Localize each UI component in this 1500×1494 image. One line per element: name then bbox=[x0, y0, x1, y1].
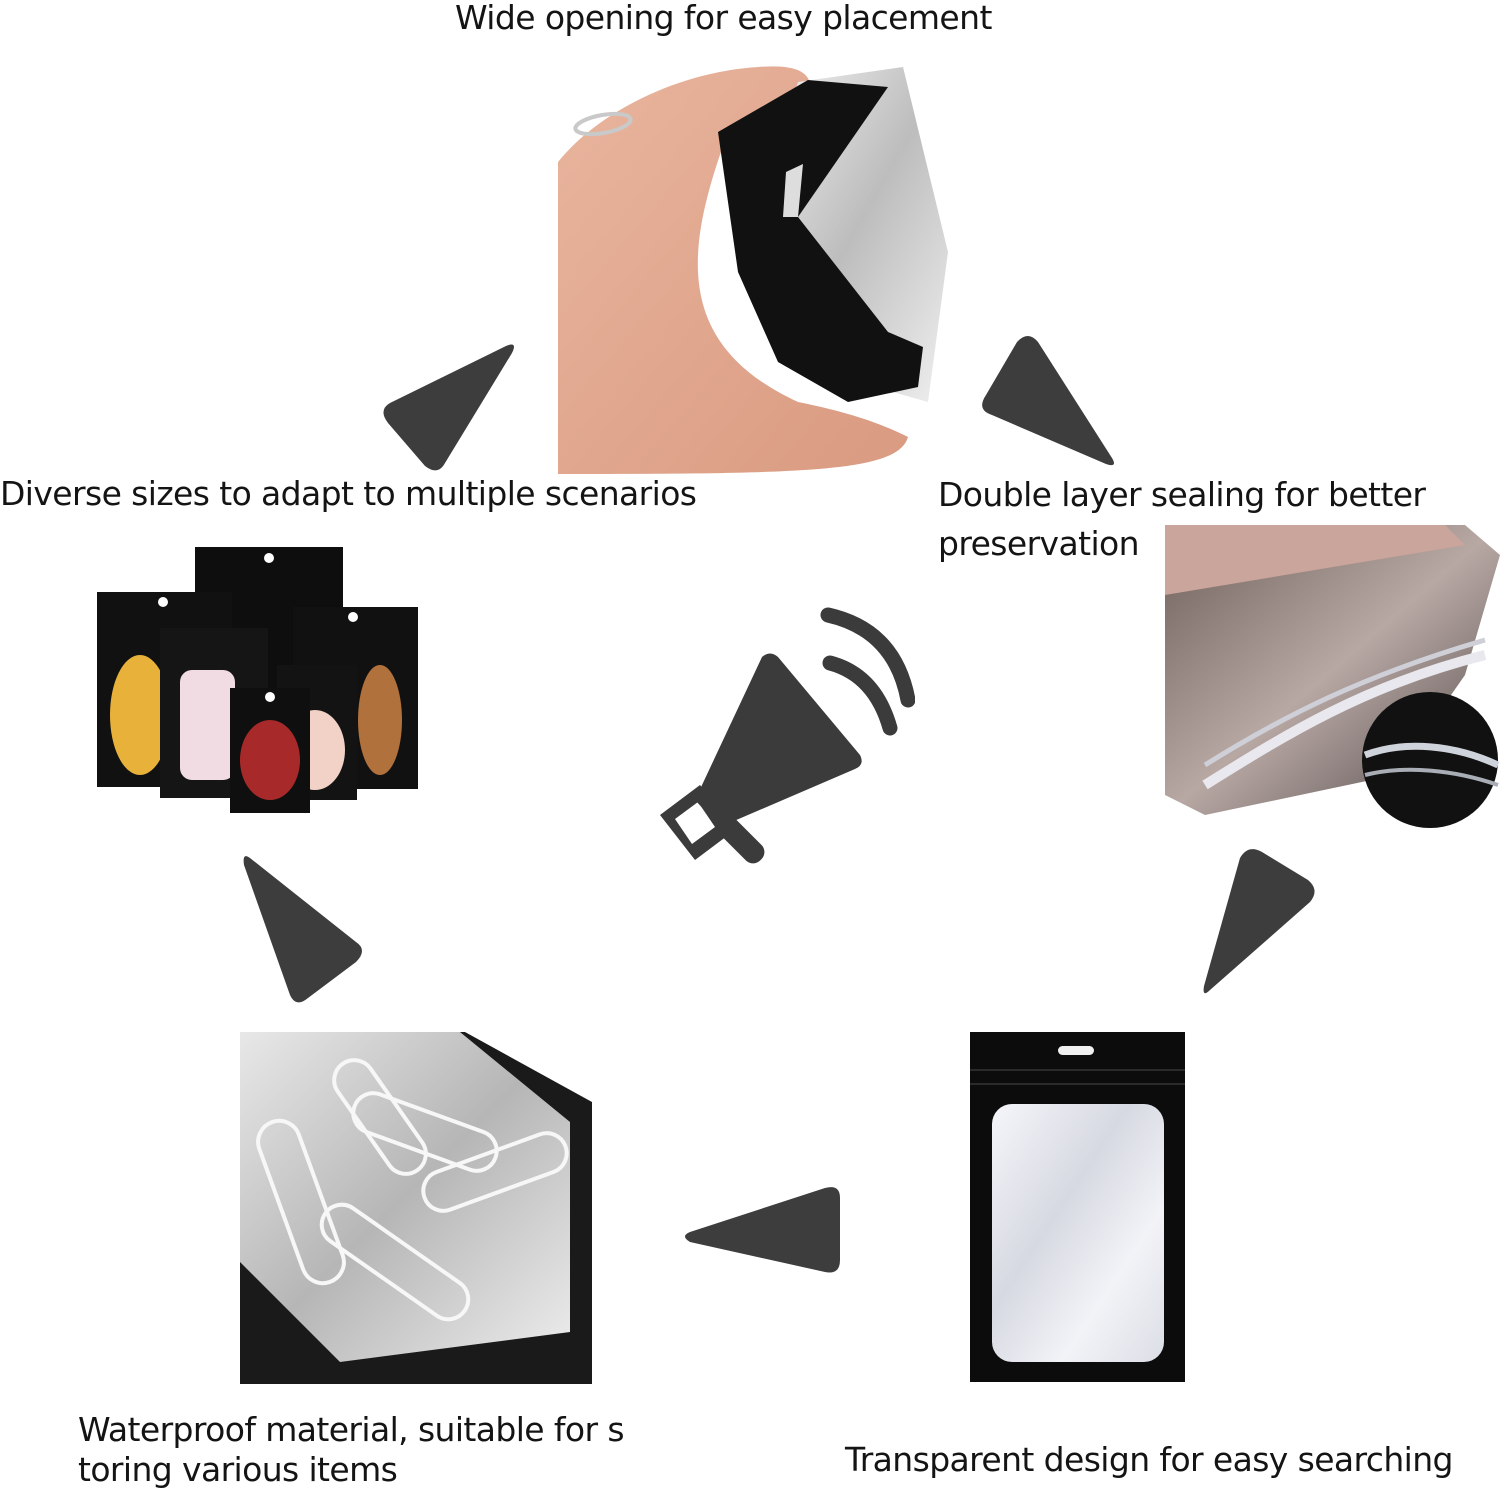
photo-paper-clips bbox=[240, 1032, 592, 1384]
caption-waterproof: Waterproof material, suitable for s tori… bbox=[78, 1410, 625, 1490]
arrow-icon-left bbox=[238, 850, 368, 1005]
caption-wide-opening: Wide opening for easy placement bbox=[455, 0, 992, 37]
caption-diverse-sizes: Diverse sizes to adapt to multiple scena… bbox=[0, 474, 697, 513]
photo-hand-holding-bag bbox=[558, 42, 948, 474]
arrow-icon-top-left bbox=[370, 338, 520, 478]
arrow-icon-top-right bbox=[972, 330, 1122, 470]
caption-waterproof-line2: toring various items bbox=[78, 1450, 398, 1489]
photo-window-bag bbox=[970, 1032, 1185, 1382]
megaphone-icon bbox=[650, 595, 915, 870]
arrow-icon-right bbox=[1200, 840, 1320, 1000]
caption-double-layer: Double layer sealing for better preserva… bbox=[938, 470, 1426, 568]
arrow-icon-bottom bbox=[680, 1180, 845, 1275]
photo-double-seal bbox=[1165, 515, 1500, 835]
caption-double-layer-line1: Double layer sealing for better bbox=[938, 475, 1426, 514]
caption-double-layer-line2: preservation bbox=[938, 524, 1140, 563]
photo-bag-assortment bbox=[95, 545, 420, 815]
caption-waterproof-line1: Waterproof material, suitable for s bbox=[78, 1410, 625, 1449]
caption-transparent: Transparent design for easy searching bbox=[845, 1440, 1453, 1479]
